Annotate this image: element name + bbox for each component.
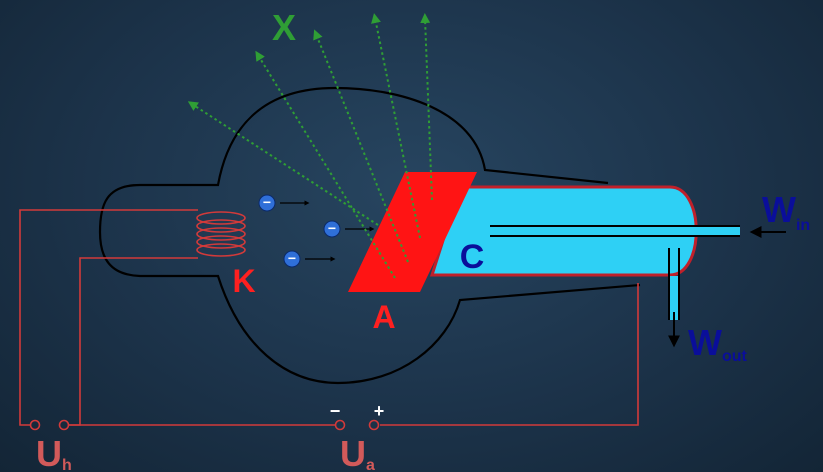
anode-wire	[380, 283, 639, 426]
electron-sign: −	[263, 194, 271, 210]
electron-sign: −	[288, 250, 296, 266]
water-inlet-pipe-fill	[690, 227, 740, 235]
water-in-label: Win	[762, 189, 810, 234]
water-in-subscript: in	[796, 217, 810, 234]
heater-voltage-label: Uh	[36, 433, 72, 472]
xray-label: X	[272, 7, 296, 48]
anode-label: A	[372, 299, 395, 335]
xray-beam	[187, 101, 379, 226]
heater-voltage-main: U	[36, 433, 62, 472]
cathode-filament-coil	[196, 211, 246, 257]
electron: −	[323, 220, 341, 238]
anode-voltage-subscript: a	[366, 457, 375, 472]
water-out-subscript: out	[722, 348, 748, 365]
plus-sign: +	[374, 401, 385, 421]
anode-voltage-label: Ua	[340, 433, 375, 472]
heater-wire-outer	[19, 209, 198, 426]
electron-sign: −	[328, 220, 336, 236]
cooling-label: C	[460, 238, 485, 276]
xray-beam	[371, 13, 421, 239]
water-in-main: W	[762, 189, 796, 230]
water-out-label: Wout	[688, 322, 748, 365]
terminal-anode-minus	[334, 419, 346, 431]
electron-paths	[280, 200, 375, 262]
terminal-heater-right	[58, 419, 70, 431]
water-outlet-pipe-fill	[670, 276, 678, 320]
heater-voltage-subscript: h	[62, 457, 72, 472]
water-out-main: W	[688, 322, 722, 363]
terminal-anode-plus	[368, 419, 380, 431]
xray-beams	[187, 13, 433, 279]
electron: −	[283, 250, 301, 268]
terminal-heater-left	[29, 419, 41, 431]
minus-sign: −	[330, 401, 341, 421]
anode-target	[348, 172, 477, 292]
anode-voltage-main: U	[340, 433, 366, 472]
glass-bulb-outline	[98, 86, 641, 385]
heater-wire-inner	[68, 257, 198, 426]
cathode-label: K	[232, 263, 255, 299]
electron: −	[258, 194, 276, 212]
xray-beam	[313, 29, 409, 263]
